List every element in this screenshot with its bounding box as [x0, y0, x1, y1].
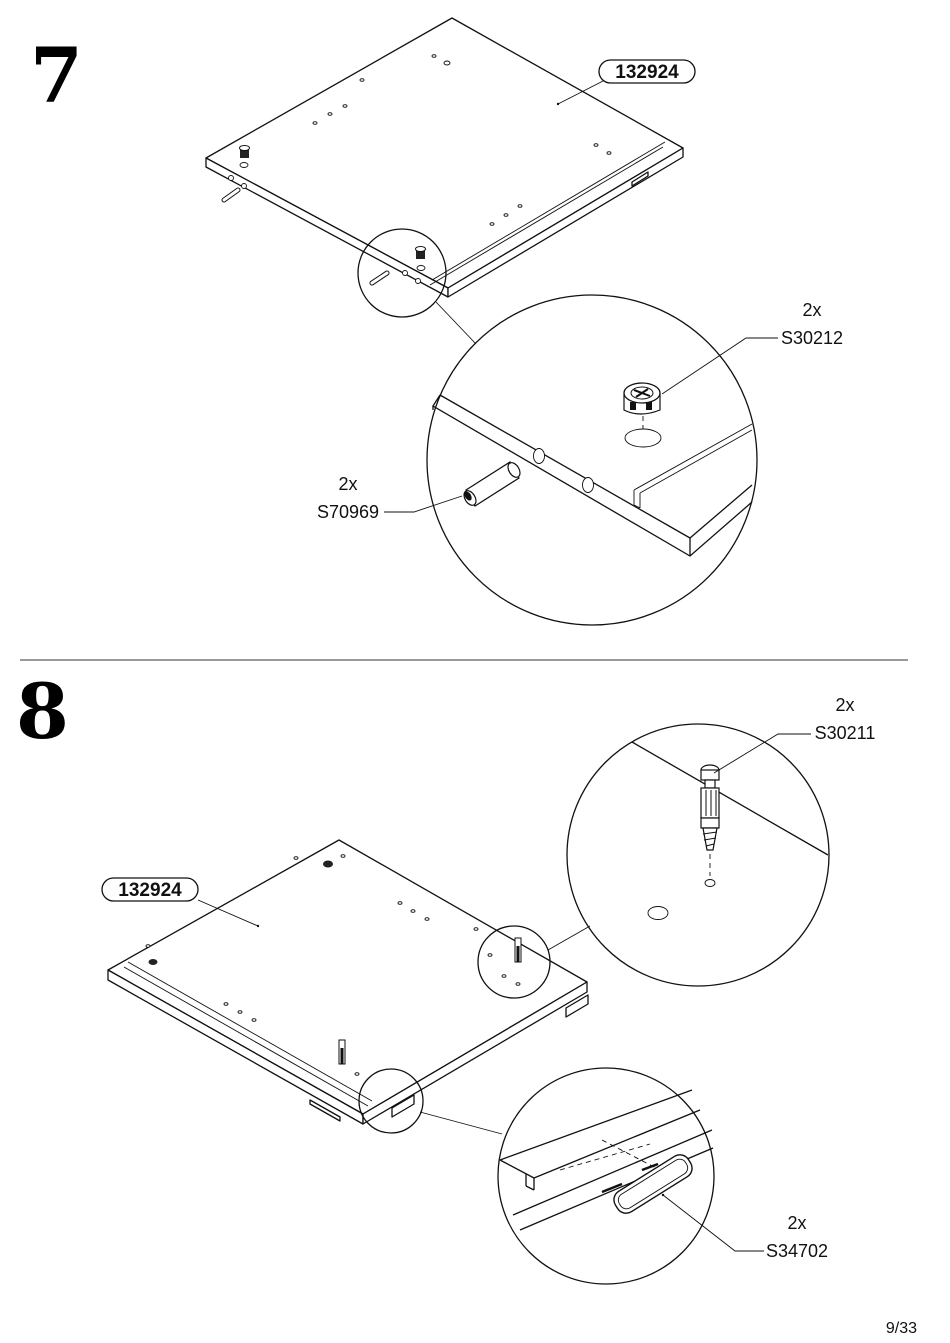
step-7-detail-marker [357, 228, 447, 318]
step-7: 7 [30, 17, 843, 626]
page-number: 9/33 [886, 1320, 917, 1337]
svg-text:132924: 132924 [118, 880, 182, 901]
step-7-number: 7 [30, 31, 83, 120]
step-8-panel-label: 132924 [101, 877, 259, 927]
svg-text:2x: 2x [835, 695, 854, 715]
step-8-callout-s30211: 2x S30211 [713, 695, 876, 774]
step-8-callout-s34702: 2x S34702 [662, 1194, 828, 1261]
step-8-panel [107, 839, 589, 1125]
bolt-s30211-icon [700, 764, 720, 851]
step-8-detail-view-top [566, 723, 830, 987]
svg-text:132924: 132924 [615, 62, 679, 83]
step-7-detail-view [426, 294, 758, 626]
step-8: 8 [16, 667, 876, 1285]
svg-text:2x: 2x [338, 474, 357, 494]
connector-s34702-icon [601, 1154, 693, 1214]
step-8-detail-marker-bottom [358, 1068, 424, 1134]
step-7-panel [205, 17, 684, 298]
step-8-detail-view-bottom [497, 1067, 715, 1285]
step-8-detail-marker-top [477, 925, 551, 999]
svg-text:S30211: S30211 [815, 723, 876, 743]
svg-text:S70969: S70969 [317, 502, 379, 522]
step-7-callout-s70969: 2x S70969 [317, 474, 463, 522]
svg-text:2x: 2x [802, 300, 821, 320]
step-7-panel-label: 132924 [557, 59, 696, 105]
step-7-callout-s30212: 2x S30212 [661, 300, 843, 395]
step-8-number: 8 [16, 667, 69, 756]
dowel-s70969-icon [463, 461, 521, 507]
svg-text:S30212: S30212 [781, 328, 843, 348]
svg-text:S34702: S34702 [766, 1241, 828, 1261]
cam-lock-s30212-icon [623, 382, 661, 415]
svg-text:2x: 2x [787, 1213, 806, 1233]
